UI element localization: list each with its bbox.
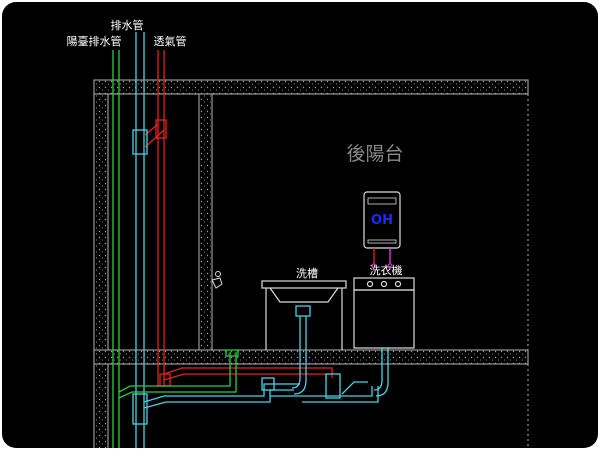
floor-drain-outlet — [225, 349, 239, 357]
washing-machine-icon — [353, 277, 415, 349]
sink-trap-inner — [293, 316, 307, 395]
washer-trap-inner — [375, 348, 389, 397]
vent-pipe-label: 透氣管 — [154, 34, 187, 48]
drain-to-washer-lower — [302, 386, 379, 403]
drain-to-washer-upper — [270, 386, 373, 397]
vent-branch-upper — [163, 367, 333, 378]
room-label: 後陽台 — [346, 143, 403, 165]
balcony-drain-pipe-label: 陽臺排水管 — [67, 34, 122, 48]
drain-cleanout — [325, 373, 341, 399]
drain-elbow — [261, 377, 275, 391]
drain-main-lower — [143, 389, 294, 409]
sink-icon — [261, 280, 347, 350]
left-wall — [93, 93, 109, 448]
sink-drain-fitting — [295, 305, 311, 317]
riser-pipes — [112, 32, 167, 448]
sink-trap-outer — [291, 316, 301, 389]
drain-fitting-upper — [132, 129, 148, 155]
ceiling-slab — [93, 79, 529, 95]
sink-label: 洗槽 — [296, 267, 318, 280]
water-heater-icon — [363, 191, 401, 269]
vent-branch-lower — [163, 373, 327, 381]
green-branch-lower — [118, 352, 237, 399]
horizontal-pipes — [118, 305, 389, 409]
inner-wall — [198, 93, 213, 353]
floor-slab — [93, 349, 529, 365]
drain-main-upper — [143, 383, 300, 403]
heater-badge: OH — [371, 213, 393, 228]
washer-trap-outer — [373, 348, 383, 391]
vent-fitting — [155, 119, 167, 139]
drain-fitting-lower — [132, 393, 148, 425]
building-structure — [93, 79, 529, 448]
drain-pipe-label: 排水管 — [111, 18, 144, 32]
faucet-icon — [211, 271, 223, 289]
green-branch-upper — [118, 352, 231, 393]
washer-trap-bend — [341, 381, 368, 395]
washer-label: 洗衣機 — [370, 263, 403, 277]
